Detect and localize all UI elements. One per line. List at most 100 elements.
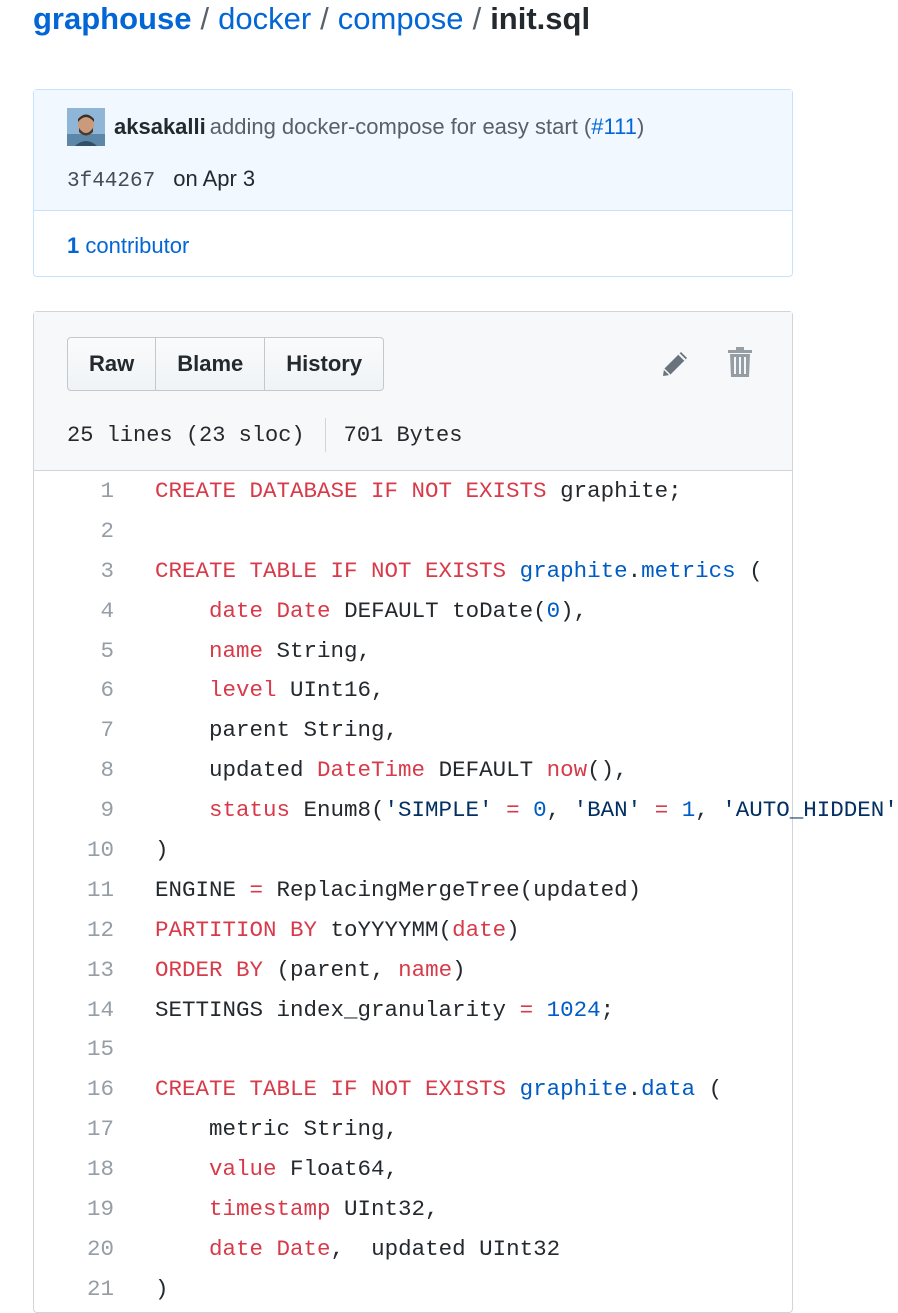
code-text: ) [155,1270,169,1310]
code-text: ORDER BY (parent, name) [155,951,466,991]
line-number[interactable]: 16 [86,1076,114,1103]
code-line: 6 level UInt16, [34,671,792,711]
code-line: 10) [34,831,792,871]
code-token [155,598,209,624]
commit-message[interactable]: adding docker-compose for easy start (#1… [206,114,645,139]
breadcrumb-repo-link[interactable]: graphouse [33,1,192,36]
file-size: 701 Bytes [343,422,463,448]
code-token: date [452,916,507,943]
code-text: status Enum8('SIMPLE' = 0, 'BAN' = 1, 'A… [155,791,898,831]
line-number[interactable]: 1 [100,478,114,504]
code-line: 19 timestamp UInt32, [34,1190,792,1230]
code-token: (parent, [263,956,399,983]
code-text: date Date DEFAULT toDate(0), [155,592,587,632]
code-token: Date [276,597,331,624]
contributors-link[interactable]: 1 contributor [67,231,189,261]
line-number[interactable]: 6 [100,677,114,704]
code-token: ( [735,557,763,584]
code-token [155,677,209,703]
code-token [155,1156,209,1182]
line-number[interactable]: 2 [100,517,114,544]
code-token: CREATE TABLE IF NOT EXISTS [155,557,507,584]
code-token [155,1236,209,1262]
author-avatar[interactable] [67,108,105,146]
breadcrumb-docker-link[interactable]: docker [218,1,312,36]
pull-request-link[interactable]: #111 [591,114,637,139]
code-line: 11 ENGINE = ReplacingMergeTree(updated) [34,871,792,911]
code-token: String, [263,637,372,664]
code-token: , [546,797,574,824]
line-number[interactable]: 13 [86,956,114,983]
code-token [155,797,209,823]
line-number[interactable]: 10 [86,837,114,864]
line-number[interactable]: 18 [86,1156,114,1183]
line-number[interactable]: 21 [86,1275,114,1302]
code-token [641,797,655,823]
code-token: CREATE TABLE IF NOT EXISTS [155,1076,507,1103]
code-token [263,598,277,624]
code-token: = [654,797,669,824]
code-text: SETTINGS index_granularity = 1024; [155,991,614,1031]
line-number[interactable]: 20 [86,1235,114,1262]
breadcrumb-separator: / [472,1,482,36]
code-token: 1 [681,797,696,824]
code-text: CREATE TABLE IF NOT EXISTS graphite.metr… [155,552,763,592]
line-number[interactable]: 7 [100,717,114,744]
code-token: ), [560,597,588,624]
file-header: Raw Blame History 25 lines (23 sloc)701 … [34,312,792,471]
commit-message-text: adding docker-compose for easy start ( [209,114,592,139]
code-token: Float64, [276,1156,399,1183]
line-number[interactable]: 19 [86,1196,114,1223]
raw-button[interactable]: Raw [68,338,157,390]
line-number[interactable]: 17 [86,1116,114,1143]
code-token: date [209,1235,264,1262]
line-number[interactable]: 15 [86,1036,114,1063]
code-token: 'SIMPLE' [384,797,493,824]
code-token: , updated UInt32 [330,1235,561,1262]
line-number[interactable]: 14 [86,996,114,1023]
history-button[interactable]: History [286,351,363,376]
code-token: metric String, [155,1116,399,1143]
line-number[interactable]: 5 [100,637,114,664]
code-token [155,1196,209,1222]
code-token: Date [276,1235,331,1262]
line-number[interactable]: 3 [100,557,114,584]
code-token: graphite [519,557,628,584]
blame-button[interactable]: Blame [156,338,266,390]
trash-icon[interactable] [726,346,754,378]
code-token: ) [155,837,169,864]
code-token [533,997,547,1023]
code-line: 14 SETTINGS index_granularity = 1024; [34,991,792,1031]
code-token [263,1236,277,1262]
line-number[interactable]: 11 [86,876,114,903]
file-viewer: Raw Blame History 25 lines (23 sloc)701 … [33,311,898,1313]
breadcrumb-current-file: init.sql [490,1,591,36]
code-token [520,797,534,823]
line-number[interactable]: 12 [86,916,114,943]
pencil-icon[interactable] [659,348,691,380]
code-token: . [627,557,642,584]
code-token: DEFAULT toDate( [330,597,547,624]
code-token: value [209,1156,277,1183]
commit-sha[interactable]: 3f44267 [67,170,156,193]
line-number[interactable]: 4 [100,597,114,624]
line-number[interactable]: 8 [100,757,114,784]
code-token: ; [600,996,615,1023]
code-token: ENGINE [155,876,250,903]
code-token: CREATE DATABASE IF NOT EXISTS [155,478,547,504]
code-token: data [641,1076,696,1103]
breadcrumb-compose-link[interactable]: compose [337,1,464,36]
line-number[interactable]: 9 [100,797,114,824]
code-token: = [506,797,520,824]
breadcrumb: graphouse/docker/compose/init.sql [33,0,590,38]
commit-author-link[interactable]: aksakalli [114,114,206,139]
code-line: 17 metric String, [34,1110,792,1150]
code-token: toYYYYMM( [317,916,453,943]
code-text: ENGINE = ReplacingMergeTree(updated) [155,871,641,911]
code-token: 0 [546,597,561,624]
code-token: SETTINGS index_granularity [155,996,520,1023]
